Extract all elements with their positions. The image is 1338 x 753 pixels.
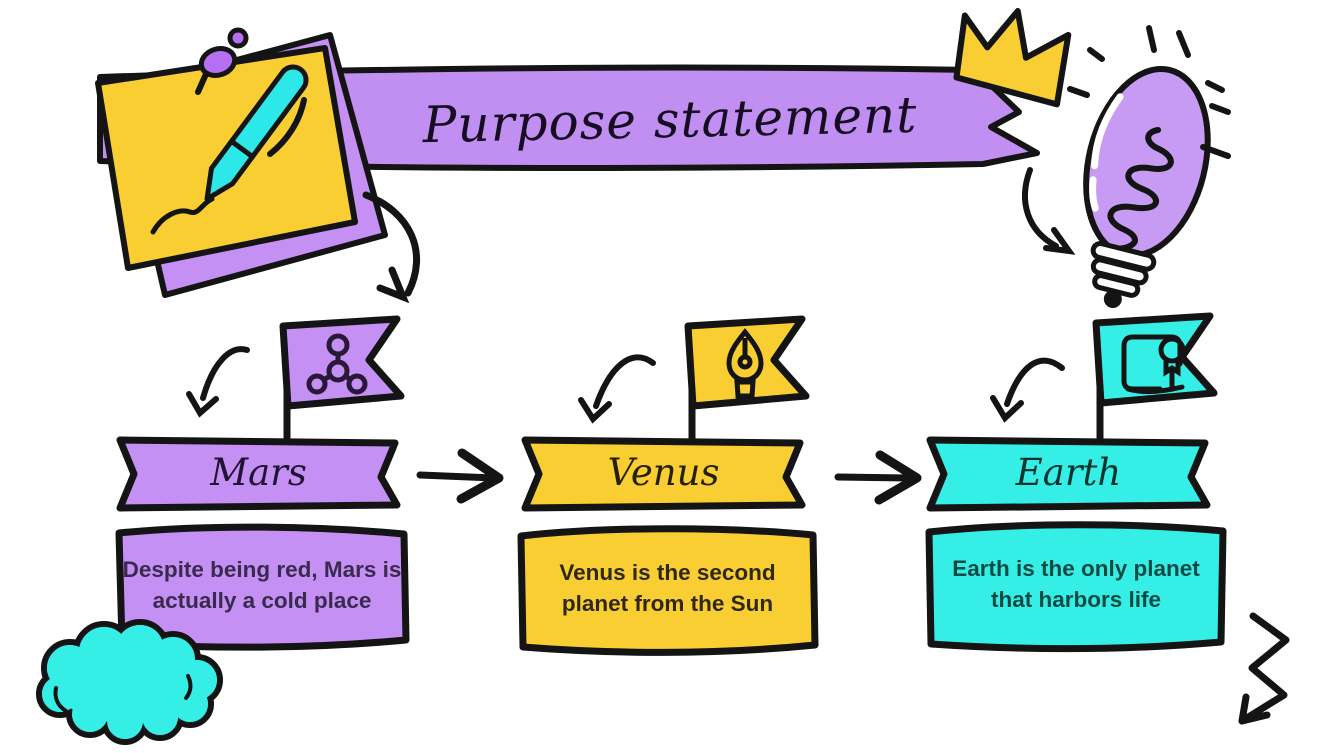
venus-curved-arrow xyxy=(578,354,656,424)
arrow-venus-to-earth xyxy=(834,450,922,505)
molecule-icon xyxy=(306,333,368,395)
mars-curved-arrow xyxy=(186,346,250,418)
pen-nib-icon xyxy=(726,327,764,399)
venus-flag xyxy=(684,315,810,410)
arrow-mars-to-venus xyxy=(416,448,504,504)
cloud-icon xyxy=(36,619,223,745)
squiggle-arrow-icon xyxy=(1238,612,1290,725)
down-arrow xyxy=(362,191,420,304)
mars-flag xyxy=(279,315,405,410)
pen-icon xyxy=(204,64,309,202)
earth-ribbon xyxy=(926,436,1211,512)
earth-flag xyxy=(1092,312,1218,407)
venus-ribbon xyxy=(521,436,806,512)
bulb-rays xyxy=(1067,25,1231,159)
light-bulb-icon xyxy=(1067,25,1231,309)
earth-curved-arrow xyxy=(990,357,1065,423)
mars-ribbon xyxy=(116,436,401,512)
venus-fact-box xyxy=(517,525,819,656)
bulb-arrow xyxy=(1022,167,1076,255)
pushpin-icon xyxy=(195,27,249,95)
earth-fact-box xyxy=(925,521,1227,653)
sticky-note-icon xyxy=(95,27,388,298)
crown-icon xyxy=(953,8,1072,108)
certificate-icon xyxy=(1121,334,1186,395)
filament-coil xyxy=(1106,126,1174,252)
pen-squiggle xyxy=(150,196,215,235)
